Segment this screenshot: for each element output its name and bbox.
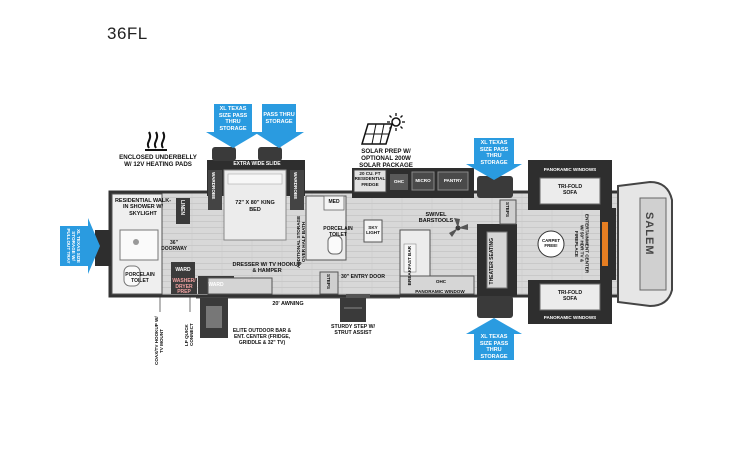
pantry bbox=[437, 171, 469, 191]
ceiling-fan-icon bbox=[449, 218, 468, 237]
callout-pass-thru-left: XL TEXAS SIZE PASS THRU STORAGE bbox=[218, 106, 248, 132]
label-brand: SALEM bbox=[643, 212, 655, 256]
label-entry-door: 30" ENTRY DOOR bbox=[341, 274, 385, 280]
label-porcelain-toilet-half: PORCELAIN TOILET bbox=[323, 226, 353, 238]
shower-drain bbox=[133, 239, 139, 245]
label-residential-shower: RESIDENTIAL WALK-IN SHOWER W/ SKYLIGHT bbox=[114, 198, 172, 217]
wardrobe-left bbox=[208, 170, 222, 210]
fireplace bbox=[602, 222, 608, 266]
arrow-top-right bbox=[466, 138, 522, 180]
linen-cabinet bbox=[176, 198, 190, 224]
carpet-free-badge bbox=[537, 230, 565, 258]
label-pantry: PANTRY bbox=[443, 178, 463, 183]
label-ward-2: WARD bbox=[208, 282, 224, 288]
label-dresser: DRESSER W/ TV HOOKUP & HAMPER bbox=[232, 262, 302, 275]
slide-top-bumps-2 bbox=[258, 147, 282, 161]
rear-toilet bbox=[123, 265, 141, 287]
sofa-bottom bbox=[539, 283, 601, 311]
label-carpet-free: CARPET FREE! bbox=[541, 238, 561, 248]
label-swivel-barstools: SWIVEL BARSTOOLS bbox=[418, 212, 454, 225]
label-tri-fold-sofa-bottom: TRI-FOLD SOFA bbox=[557, 290, 583, 302]
label-solar-prep: SOLAR PREP W/ OPTIONAL 200W SOLAR PACKAG… bbox=[359, 148, 413, 169]
label-wardrobe-right: WARDROBE bbox=[293, 172, 298, 200]
dresser bbox=[207, 277, 273, 295]
label-washer-dryer: WASHER/ DRYER PREP bbox=[172, 278, 196, 296]
sun-icon bbox=[387, 113, 405, 131]
label-steps-1: STEPS bbox=[326, 274, 331, 290]
label-doorway: 36" DOORWAY bbox=[161, 240, 187, 252]
label-sturdy-step: STURDY STEP W/ STRUT ASSIST bbox=[331, 324, 375, 336]
slide-top-bumps-1 bbox=[212, 147, 236, 161]
front-steps bbox=[499, 199, 517, 225]
label-porcelain-toilet-rear: PORCELAIN TOILET bbox=[125, 272, 155, 284]
label-ward-1: WARD bbox=[175, 267, 191, 273]
front-cap-panel bbox=[639, 197, 667, 291]
theater-seats bbox=[486, 231, 508, 289]
theater-bump-bottom bbox=[477, 296, 513, 318]
entry-door bbox=[346, 294, 370, 298]
steam-heat-icon bbox=[145, 131, 167, 151]
entry-steps bbox=[319, 271, 339, 295]
skylight bbox=[363, 219, 383, 243]
theater-bump-top bbox=[477, 176, 513, 198]
label-extra-wide-slide: EXTRA WIDE SLIDE bbox=[233, 161, 281, 167]
label-ohc-2: OHC bbox=[435, 279, 447, 284]
label-awning: 20' AWNING bbox=[272, 301, 304, 307]
label-additional-storage: ADDITIONAL STORAGE OVER HALF BATH bbox=[296, 215, 307, 269]
label-panoramic-windows-bottom: PANORAMIC WINDOWS bbox=[543, 315, 597, 320]
sturdy-step bbox=[340, 298, 366, 322]
label-panoramic-windows-top: PANORAMIC WINDOWS bbox=[543, 167, 597, 172]
model-title: 36FL bbox=[107, 24, 148, 43]
label-theater-seating: THEATER SEATING bbox=[489, 238, 495, 285]
arrow-top-2 bbox=[254, 104, 304, 148]
washer-dryer-cabinet bbox=[171, 278, 197, 294]
label-king-bed: 72" X 80" KING BED bbox=[235, 200, 275, 213]
ohc-top bbox=[390, 174, 408, 190]
label-enclosed-underbelly: ENCLOSED UNDERBELLY W/ 12V HEATING PADS bbox=[119, 154, 197, 168]
arrow-top-1 bbox=[206, 104, 260, 148]
label-sky-light: SKY LIGHT bbox=[366, 225, 380, 236]
sofa-top bbox=[539, 177, 601, 205]
med-cabinet bbox=[323, 195, 345, 211]
label-panoramic-window-bottom: PANORAMIC WINDOW bbox=[415, 289, 465, 294]
wardrobe-right bbox=[290, 170, 304, 210]
bed-pillows bbox=[227, 173, 283, 185]
half-bath-toilet bbox=[327, 235, 343, 255]
kitchen-counter-bottom bbox=[399, 275, 475, 295]
callout-pass-thru-top-right: XL TEXAS SIZE PASS THRU STORAGE bbox=[479, 140, 509, 166]
breakfast-bar bbox=[403, 243, 417, 273]
fridge bbox=[353, 169, 387, 193]
arrow-bottom-right bbox=[466, 318, 522, 360]
label-linen: LINEN bbox=[179, 200, 185, 215]
microwave bbox=[411, 171, 435, 191]
label-wardrobe-left: WARDROBE bbox=[211, 172, 216, 200]
outdoor-tv bbox=[206, 306, 222, 328]
arrow-left bbox=[60, 218, 100, 274]
label-tri-fold-sofa-top: TRI-FOLD SOFA bbox=[557, 184, 583, 196]
label-entertainment-center: ENTERTAINMENT CENTER W/ 50" HDR TV & FIR… bbox=[574, 214, 590, 274]
label-ohc-1: OHC bbox=[393, 179, 405, 184]
label-med: MED bbox=[328, 199, 340, 205]
label-steps-2: STEPS bbox=[505, 202, 510, 218]
callout-pass-thru-top: PASS THRU STORAGE bbox=[263, 112, 295, 125]
callout-pass-thru-bottom-right: XL TEXAS SIZE PASS THRU STORAGE bbox=[479, 334, 509, 360]
label-outdoor-bar: ELITE OUTDOOR BAR & ENT. CENTER (FRIDGE,… bbox=[232, 328, 292, 346]
label-fridge: 20 CU. FT RESIDENTIAL FRIDGE bbox=[354, 171, 386, 187]
rear-storage-box bbox=[95, 230, 111, 266]
shower-pan bbox=[119, 229, 159, 261]
callout-pullout-tray: XL TEXAS SIZE STORAGE W/ PULLOUT TRAY bbox=[66, 228, 82, 264]
label-breakfast-bar: BREAKFAST BAR bbox=[407, 246, 412, 286]
label-micro: MICRO bbox=[415, 178, 431, 183]
ward-cabinet-1 bbox=[171, 262, 195, 278]
label-lp-quick-connect: LP QUICK CONNECT bbox=[184, 323, 195, 347]
label-coax: COAX/TV HOOKUP W/ TV MOUNT bbox=[154, 316, 165, 366]
